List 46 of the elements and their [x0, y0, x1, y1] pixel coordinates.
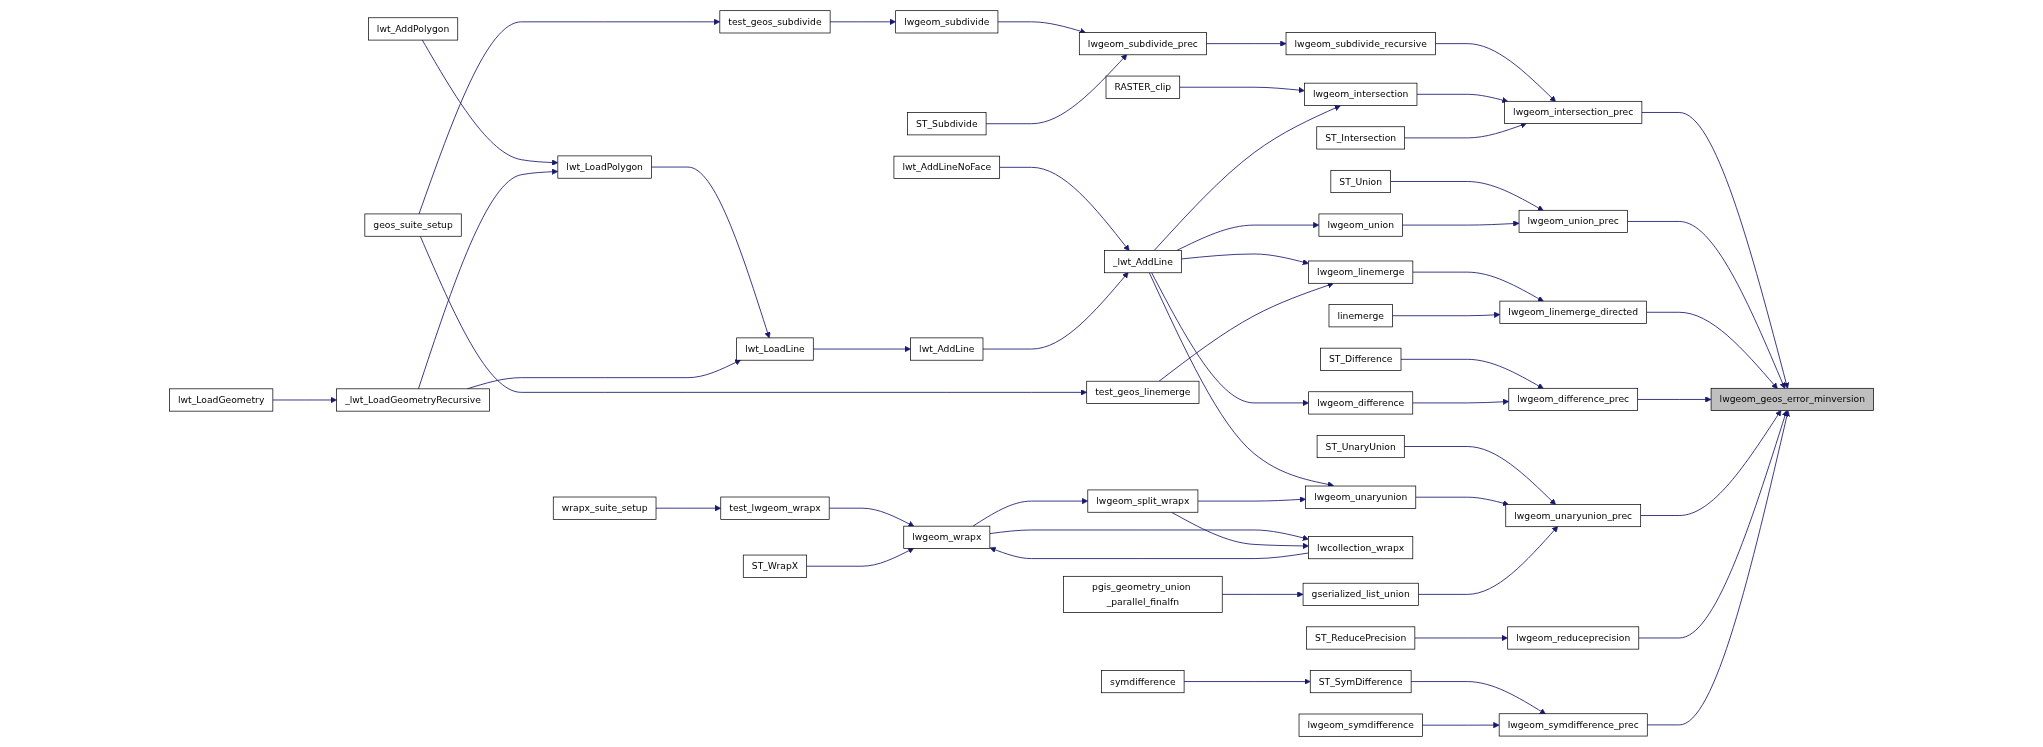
node-box: lwt_AddLineNoFace — [893, 155, 1001, 179]
node-box: lwgeom_split_wrapx — [1087, 489, 1199, 513]
node-box: ST_Difference — [1320, 347, 1402, 371]
node-box: lwgeom_subdivide_recursive — [1285, 32, 1436, 56]
node-box: lwgeom_unaryunion_prec — [1505, 504, 1642, 528]
node-box: lwgeom_subdivide_prec — [1078, 32, 1207, 56]
node-box: ST_ReducePrecision — [1306, 626, 1416, 650]
node-box: RASTER_clip — [1105, 75, 1181, 99]
node-box: lwt_AddPolygon — [368, 17, 459, 41]
node-box: ST_Intersection — [1316, 126, 1405, 150]
node-box: ST_Union — [1330, 169, 1391, 193]
node-box: lwgeom_symdifference_prec — [1498, 713, 1648, 737]
node-box: lwgeom_reduceprecision — [1507, 626, 1640, 650]
node-box: lwgeom_subdivide — [895, 10, 999, 34]
node-box: ST_Subdivide — [907, 112, 987, 136]
node-box: lwgeom_geos_error_minversion — [1710, 387, 1874, 411]
node-box: lwgeom_symdifference — [1298, 713, 1423, 737]
node-box: test_geos_linemerge — [1086, 380, 1200, 404]
node-box: _lwt_LoadGeometryRecursive — [336, 388, 490, 412]
node-box: lwgeom_union_prec — [1518, 209, 1628, 233]
node-box: pgis_geometry_union _parallel_finalfn — [1063, 575, 1223, 613]
node-box: lwgeom_intersection_prec — [1504, 100, 1643, 124]
node-box: ST_UnaryUnion — [1316, 435, 1405, 459]
node-box: symdifference — [1101, 670, 1185, 694]
node-box: lwt_LoadPolygon — [557, 155, 652, 179]
node-box: lwcollection_wrapx — [1308, 536, 1414, 560]
node-box: test_lwgeom_wrapx — [720, 496, 830, 520]
node-box: lwgeom_union — [1318, 213, 1403, 237]
node-box: lwgeom_linemerge_directed — [1499, 300, 1647, 324]
node-box: lwgeom_difference — [1308, 391, 1414, 415]
node-box: lwgeom_linemerge — [1308, 260, 1414, 284]
node-box: lwt_LoadLine — [736, 337, 814, 361]
node-box: wrapx_suite_setup — [552, 496, 657, 520]
node-box: gserialized_list_union — [1302, 582, 1419, 606]
node-box: lwgeom_unaryunion — [1305, 485, 1417, 509]
node-box: test_geos_subdivide — [719, 10, 831, 34]
node-box: linemerge — [1328, 304, 1393, 328]
node-box: lwgeom_difference_prec — [1508, 387, 1638, 411]
node-box: ST_WrapX — [742, 554, 808, 578]
node-box: lwt_LoadGeometry — [169, 388, 274, 412]
node-box: _lwt_AddLine — [1104, 250, 1182, 274]
node-box: lwgeom_intersection — [1304, 82, 1418, 106]
node-box: geos_suite_setup — [364, 213, 462, 237]
node-box: lwt_AddLine — [910, 337, 984, 361]
node-box: lwgeom_wrapx — [903, 525, 991, 549]
node-box: ST_SymDifference — [1309, 670, 1412, 694]
